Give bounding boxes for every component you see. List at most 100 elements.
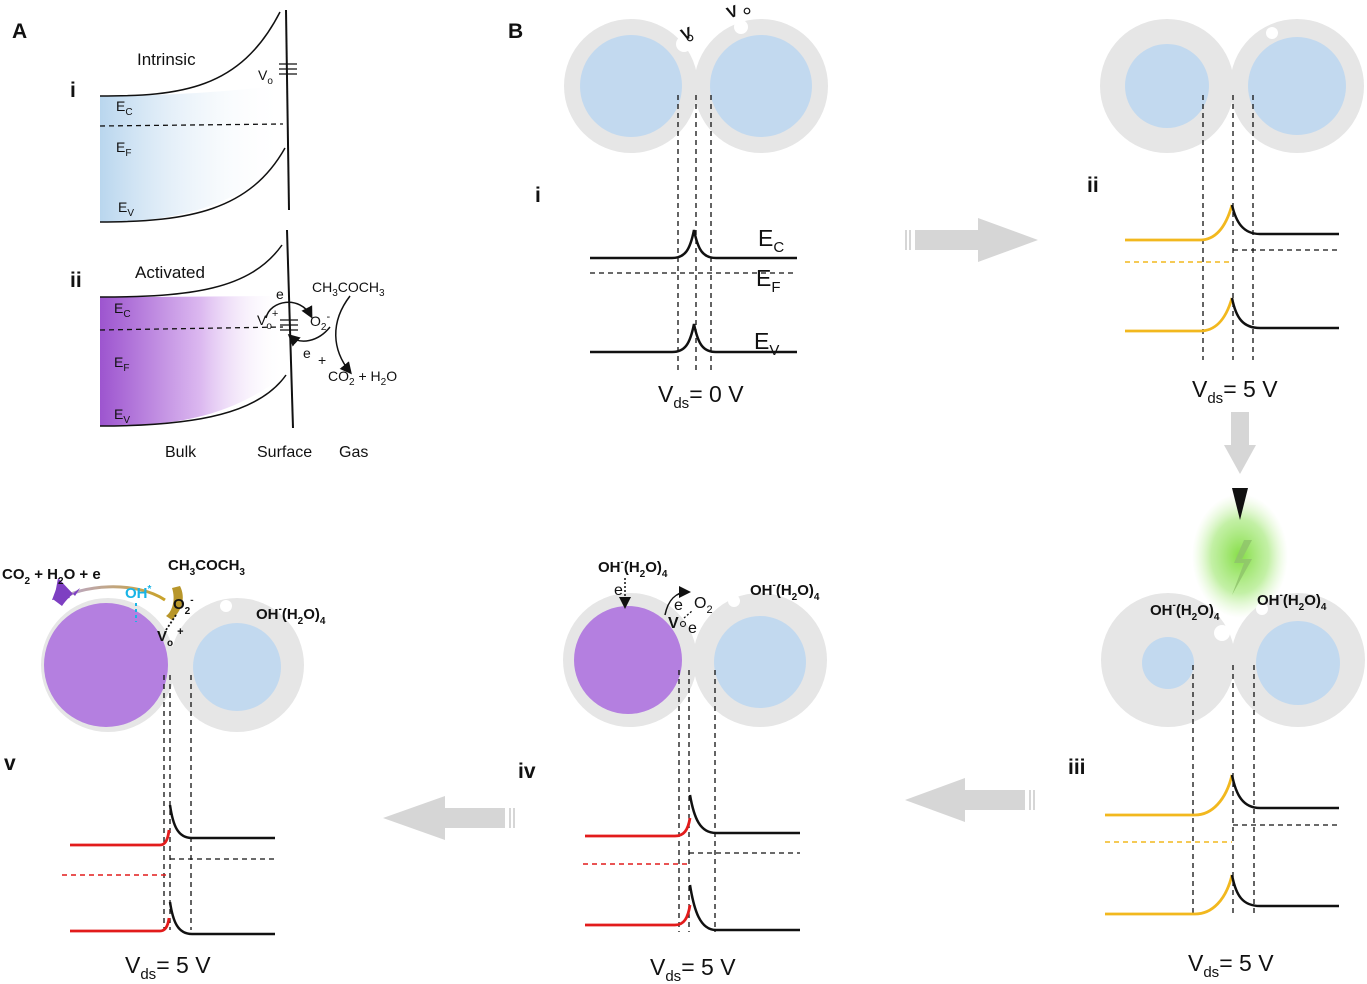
panel-a-label: A — [12, 20, 27, 43]
superoxide-label: O2- — [310, 311, 330, 333]
vacancy-states — [279, 63, 297, 75]
panel-b-iii: OH-(H2O)4 OH-(H2O)4 iii Vds= 5 V — [1068, 590, 1365, 981]
arrow-iv-to-v — [383, 796, 515, 840]
hydroxyl-cluster-iv-1: OH-(H2O)4 — [598, 557, 668, 580]
light-irradiation — [1192, 488, 1288, 618]
bias-b-v: Vds= 5 V — [125, 952, 211, 983]
panel-a-ii: ii Activated Vo+ EC EF EV e O2- e + — [70, 229, 397, 429]
grain-right-core — [710, 35, 812, 137]
valence-band-line — [99, 147, 286, 223]
grain-left-core-iii — [1142, 637, 1194, 689]
valence-band-iv-reacted — [585, 904, 692, 927]
oxygen-vacancy-2 — [734, 20, 748, 34]
conduction-band-b-i — [590, 229, 797, 260]
panel-b-iii-label: iii — [1068, 756, 1086, 779]
grain-right-core-iii — [1256, 621, 1340, 705]
panel-a-i: i Intrinsic Vo EC EF EV — [70, 9, 297, 223]
grain-boundary-guides — [677, 95, 712, 370]
surface-line — [285, 9, 290, 211]
arrow-ii-to-iii — [1224, 412, 1256, 474]
valence-band-line-ii — [99, 374, 287, 427]
arrow-iii-to-iv — [905, 778, 1035, 822]
grain-boundary-guides-ii — [1202, 95, 1254, 360]
bulk-fill-blue — [100, 85, 285, 222]
ev-label-ii: EV — [114, 406, 130, 426]
lightning-icon — [1232, 540, 1252, 595]
grain-right-core-ii — [1248, 37, 1346, 135]
valence-band-iii — [1230, 874, 1339, 908]
acetone-incoming-arrow — [166, 586, 183, 620]
grain-left-activated — [574, 606, 682, 714]
bias-b-i: Vds= 0 V — [658, 381, 744, 412]
ef-label-b: EF — [756, 265, 781, 296]
surface-line-ii — [286, 229, 294, 429]
ev-label-b: EV — [754, 328, 779, 359]
vacancy-mark-iv-dot — [679, 620, 687, 628]
conduction-band-ii-stressed — [1125, 204, 1234, 242]
hydroxyl-cluster-v: OH-(H2O)4 — [256, 604, 326, 627]
panel-a: A i Intrinsic Vo EC EF EV ii Activated — [12, 9, 397, 461]
vacancy-ii-2 — [1266, 27, 1278, 39]
conduction-band-iii-stressed — [1105, 774, 1234, 817]
conduction-band-iii — [1230, 774, 1339, 810]
conduction-band-ii — [1230, 204, 1339, 236]
ec-label: EC — [116, 98, 133, 118]
vacancy-link-iv — [683, 610, 693, 619]
panel-b-ii-label: ii — [1087, 174, 1099, 197]
ec-label-ii: EC — [114, 300, 131, 320]
panel-b-i: V V EC EF EV i Vds= 0 V — [535, 3, 828, 412]
panel-b-label: B — [508, 20, 523, 43]
fermi-level-line-ii — [99, 326, 284, 331]
electron-return-arrow — [287, 326, 331, 347]
valence-band-iii-stressed — [1105, 874, 1234, 916]
products-arrow-head — [52, 584, 70, 600]
electron-transfer-arrow-iv — [664, 586, 691, 616]
ef-label: EF — [116, 139, 131, 159]
plus-label: + — [318, 352, 326, 368]
electron-iv-2: e — [674, 597, 683, 614]
vacancy-mark-2: V — [725, 3, 741, 23]
electron-iv-1: e — [614, 582, 623, 599]
grain-boundary-guides-v — [163, 675, 192, 930]
region-surface: Surface — [257, 444, 312, 461]
bias-b-iii: Vds= 5 V — [1188, 950, 1274, 981]
grain-left-core — [580, 35, 682, 137]
acetone-label-v: CH3COCH3 — [168, 557, 245, 578]
grain-left-activated-v — [44, 603, 168, 727]
panel-b-iv-label: iv — [518, 760, 536, 783]
electron-iv-3: e — [688, 620, 697, 637]
ec-label-b: EC — [758, 225, 784, 256]
panel-b-ii: ii Vds= 5 V — [1087, 19, 1364, 407]
panel-b-v-label: v — [4, 752, 16, 775]
laser-tip-icon — [1232, 488, 1248, 520]
oxygen-iv: O2 — [694, 595, 713, 616]
reaction-arrow — [335, 295, 352, 375]
region-bulk: Bulk — [165, 444, 197, 461]
grain-right-core-v — [193, 623, 281, 711]
vacancy-mark-iv: V — [668, 615, 679, 632]
panel-a-i-label: i — [70, 79, 76, 102]
vacancy-label: Vo — [258, 67, 273, 87]
vacancy-iii-2 — [1256, 603, 1268, 615]
vacancy-ii-1 — [1223, 40, 1237, 54]
product-label-a: CO2 + H2O — [328, 368, 397, 388]
ef-label-ii: EF — [114, 354, 129, 374]
bias-b-iv: Vds= 5 V — [650, 954, 736, 984]
conduction-band-iv — [688, 794, 800, 835]
electron-label: e — [276, 286, 284, 302]
vacancy-iii-1 — [1214, 625, 1230, 641]
grain-right-core-iv — [714, 616, 806, 708]
panel-b-iv: OH-(H2O)4 OH-(H2O)4 e e O2 V e iv Vds= 5… — [518, 557, 827, 984]
intrinsic-title: Intrinsic — [137, 50, 196, 69]
valence-band-v-reacted — [70, 917, 171, 933]
acetone-label-a: CH3COCH3 — [312, 279, 385, 299]
grain-boundary-guides-iii — [1192, 665, 1255, 915]
bulk-fill-purple — [100, 296, 284, 426]
conduction-band-line-ii — [99, 244, 283, 298]
bias-b-ii: Vds= 5 V — [1192, 376, 1278, 407]
vacancy-mark-2-dot — [743, 7, 751, 15]
ev-label: EV — [118, 199, 134, 219]
conduction-band-v-reacted — [70, 829, 171, 847]
conduction-band-line — [99, 11, 281, 97]
